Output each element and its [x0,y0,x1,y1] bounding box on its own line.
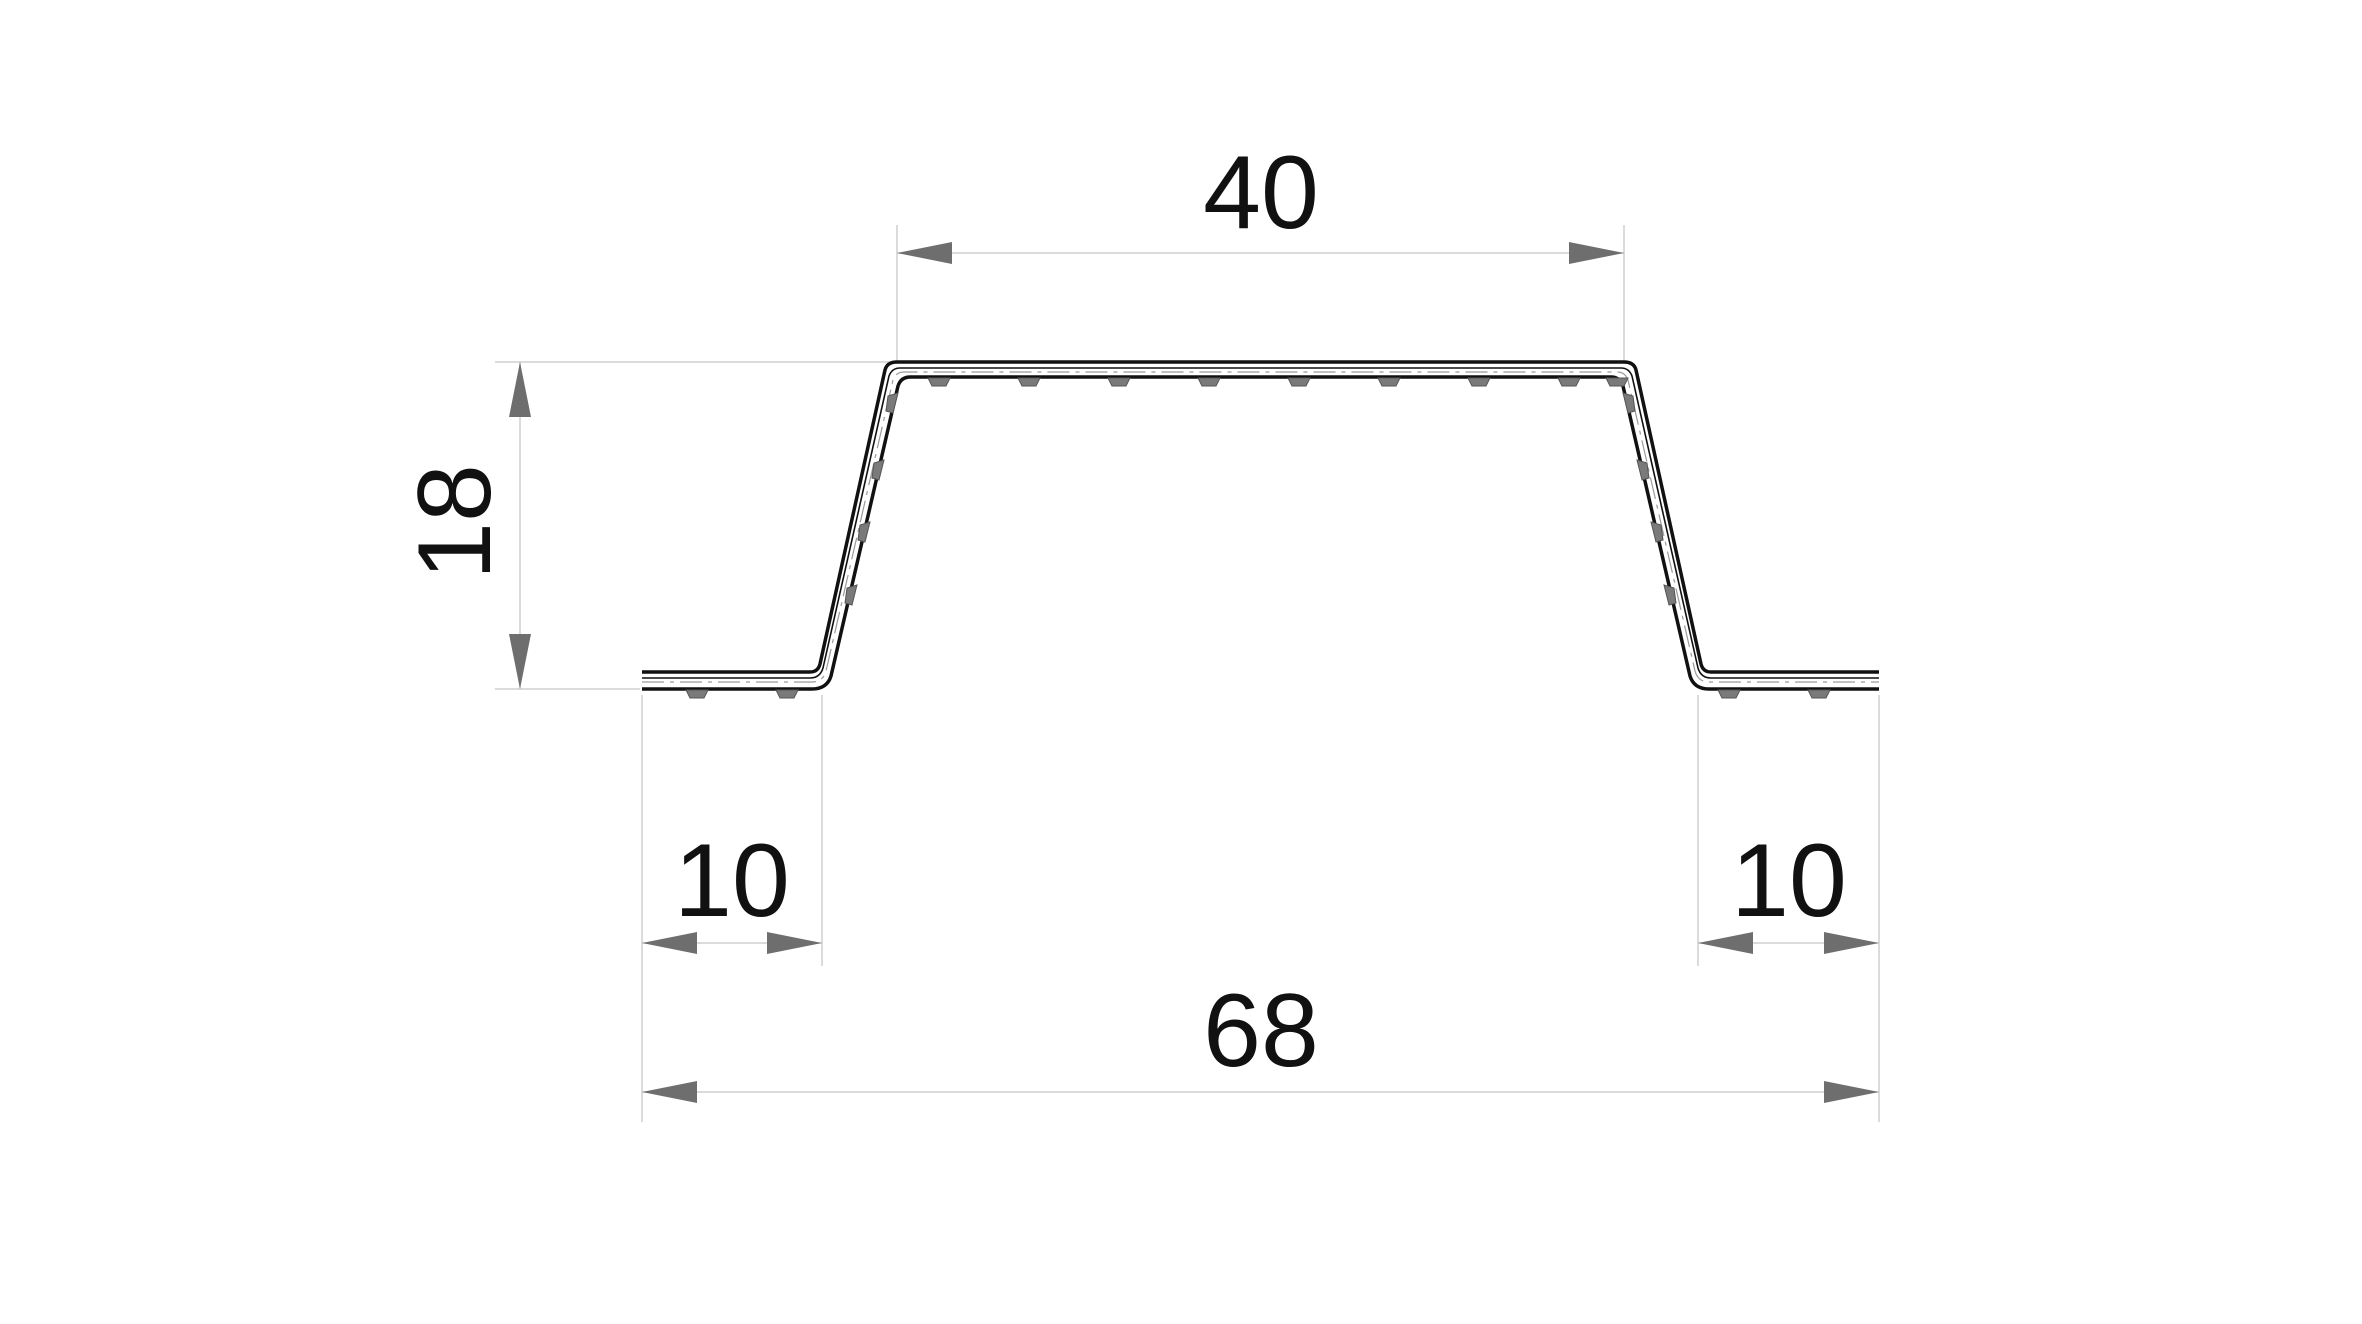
tooth [1717,689,1741,699]
dimension-left-flange: 10 [642,823,822,954]
dimension-label: 68 [1203,973,1319,1089]
arrow-left [1698,932,1753,954]
dimension-label: 10 [674,823,790,939]
tooth [1467,377,1491,387]
dimension-label: 40 [1203,135,1319,251]
tooth [927,377,951,387]
dimension-top-width: 40 [897,135,1624,264]
arrow-up [509,362,531,417]
profile-inner-line [642,367,1879,679]
arrow-left [642,932,697,954]
tooth [1107,377,1131,387]
extension-lines [495,225,1880,1122]
dimension-total-width: 68 [642,973,1879,1103]
tooth [885,392,899,414]
tooth [1622,392,1636,414]
arrow-left [642,1081,697,1103]
dimension-label: 10 [1731,823,1847,939]
arrow-right [1569,242,1624,264]
tooth [1807,689,1831,699]
profile-underside-line [642,375,1879,691]
profile-center-line [642,371,1879,683]
arrow-down [509,634,531,689]
tooth [775,689,799,699]
hat-profile [642,360,1879,691]
tooth [1557,377,1581,387]
tooth [1636,459,1650,481]
tooth [1650,521,1664,543]
arrow-right [767,932,822,954]
dimension-height: 18 [397,362,531,689]
tooth [844,584,858,606]
tooth [1605,377,1629,387]
tooth [1663,584,1677,606]
tooth [685,689,709,699]
arrow-right [1824,1081,1879,1103]
tooth [1287,377,1311,387]
tooth [1197,377,1221,387]
profile-outer-line [642,360,1879,674]
tooth [857,521,871,543]
arrow-left [897,242,952,264]
arrow-right [1824,932,1879,954]
tooth [1017,377,1041,387]
dimension-right-flange: 10 [1698,823,1879,954]
serration-teeth [685,377,1831,699]
dimension-label: 18 [397,464,513,580]
tooth [871,459,885,481]
tooth [1377,377,1401,387]
